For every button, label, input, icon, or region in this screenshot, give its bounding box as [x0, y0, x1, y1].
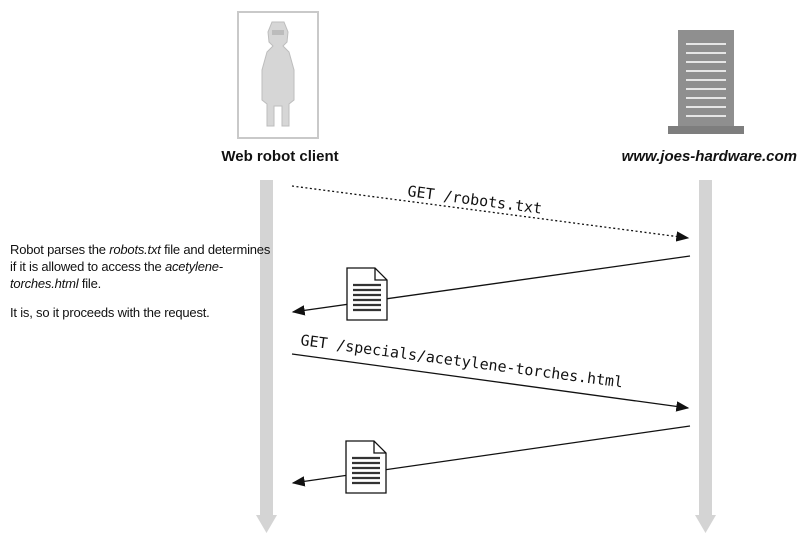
server-lifeline	[695, 180, 716, 533]
note-text: file and determines if it is allowed to …	[10, 242, 271, 274]
client-lifeline	[256, 180, 277, 533]
server-icon	[668, 30, 744, 134]
document-icon	[346, 267, 388, 321]
client-label: Web robot client	[221, 148, 338, 165]
robot-note: Robot parses the robots.txt file and det…	[10, 241, 272, 333]
note-paragraph-1: Robot parses the robots.txt file and det…	[10, 241, 272, 292]
request-label-1: GET /robots.txt	[406, 182, 543, 218]
server-label: www.joes-hardware.com	[622, 148, 797, 165]
note-text: Robot parses the	[10, 242, 110, 257]
document-icon	[345, 440, 387, 494]
robot-icon	[237, 11, 319, 139]
note-filename-robots: robots.txt	[109, 242, 161, 257]
request-arrow-2	[291, 353, 690, 412]
note-text: file.	[78, 276, 102, 291]
note-filename-page: acetylene-torches.html	[10, 259, 223, 291]
request-arrow-1	[291, 185, 690, 242]
note-paragraph-2: It is, so it proceeds with the request.	[10, 305, 210, 320]
